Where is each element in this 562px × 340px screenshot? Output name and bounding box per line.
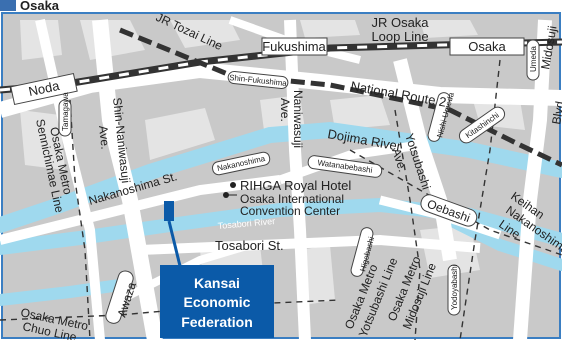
station-noda	[10, 72, 78, 106]
header-strip	[0, 0, 562, 12]
destination-pointer	[167, 220, 182, 267]
rihga-dot	[230, 182, 236, 188]
awaza-connector-road	[118, 241, 252, 304]
watanabebashi-road	[278, 140, 421, 185]
chuo-line	[0, 299, 341, 321]
destination-callout	[160, 265, 274, 338]
station-kitashinchi	[458, 106, 506, 144]
destination-marker	[164, 201, 174, 221]
nakanoshima-st-road	[0, 175, 281, 245]
tosabori-river-label: Tosabori River	[217, 216, 275, 231]
bridge-oebashi	[420, 194, 478, 227]
destination-line-2: Economic	[184, 294, 251, 310]
oicc-label-1: Osaka International	[240, 192, 344, 206]
jr-osaka-loop-label-1: JR Osaka	[371, 15, 429, 30]
shin-naniwasuji-label-2: Ave.	[96, 125, 112, 150]
station-umeda	[526, 39, 540, 81]
road-awaza-plate	[105, 270, 134, 324]
jr-osaka-loop-label-2: Loop Line	[371, 29, 428, 44]
station-osaka	[449, 37, 525, 56]
keihan-nakanoshima-line	[349, 149, 562, 256]
station-fukushima	[261, 37, 328, 56]
header-label: Osaka	[20, 0, 60, 13]
subway-lines	[0, 59, 562, 340]
shin-naniwasuji-road	[92, 19, 163, 340]
jr-tozai-line	[119, 27, 562, 168]
yotsubashi-line	[394, 109, 421, 340]
rihga-label: RIHGA Royal Hotel	[240, 178, 351, 193]
station-higobashi	[350, 227, 374, 277]
station-plates: Fukushima Osaka Noda Shin-Fukushima Tama…	[10, 37, 540, 316]
sennichimae-line	[69, 99, 91, 340]
header-icon	[0, 0, 16, 11]
station-nishi-umeda	[427, 92, 451, 142]
naniwasuji-road	[284, 19, 311, 340]
oicc-label-2: Convention Center	[240, 204, 340, 218]
station-yodoyabashi	[447, 264, 461, 316]
yotsubashi-ave-label-2: Ave.	[389, 147, 410, 174]
station-umeda-label: Umeda	[529, 46, 538, 72]
tosabori-st-label: Tosabori St.	[215, 238, 284, 253]
station-shin-fukushima	[227, 70, 289, 90]
destination-line-1: Kansai	[194, 275, 240, 291]
station-noda-label: Noda	[27, 78, 61, 99]
midosuji-blvd-label-2: Blvd.	[549, 97, 562, 126]
station-osaka-label: Osaka	[468, 39, 506, 54]
river-southwest	[0, 279, 126, 306]
tamagawa-road	[35, 18, 105, 340]
tosabori-st-road	[139, 234, 481, 255]
naniwasuji-label-1: Naniwasuji	[291, 90, 305, 148]
bridge-nakanoshima	[212, 151, 271, 176]
station-tamagawa	[58, 99, 72, 137]
midosuji-line	[459, 59, 501, 340]
bridge-watanabebashi	[307, 155, 383, 178]
bridge-plates: Nakanoshima Watanabebashi Oebashi Awaza	[105, 151, 478, 324]
midosuji-road	[513, 19, 552, 340]
naniwasuji-label-2: Ave.	[278, 98, 292, 122]
station-tamagawa-label: Tamagawa	[61, 92, 70, 131]
station-fukushima-label: Fukushima	[262, 39, 326, 54]
destination-line-3: Federation	[181, 314, 253, 330]
station-yodoyabashi-label: Yodoyabashi	[450, 264, 459, 310]
